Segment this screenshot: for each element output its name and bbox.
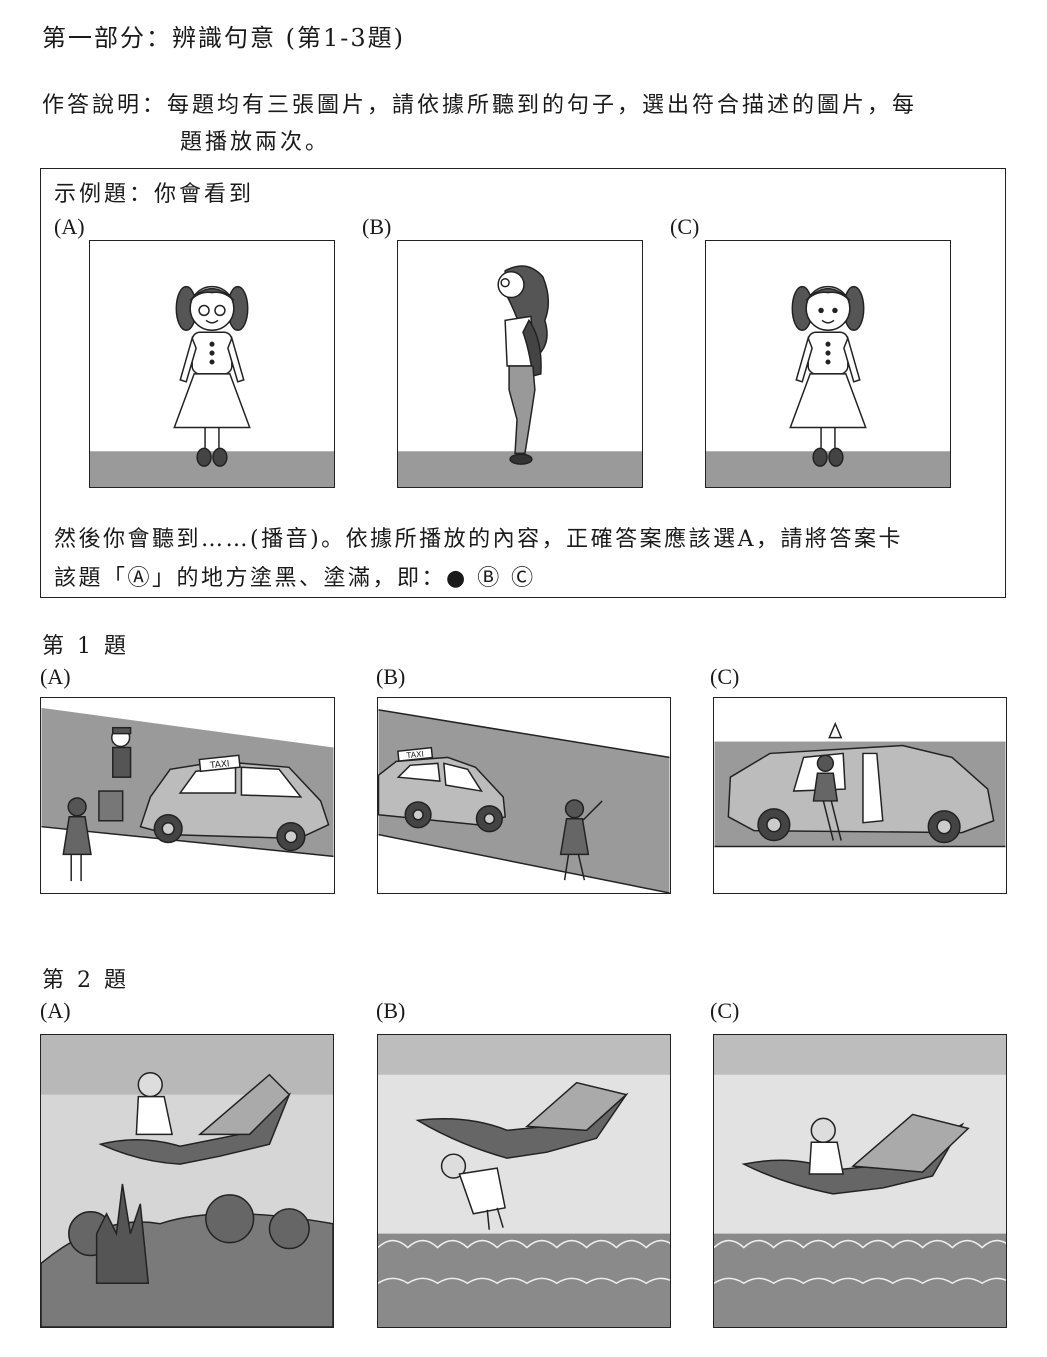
- girl-without-glasses-illustration: [706, 285, 950, 487]
- question-1-title: 第 1 題: [42, 634, 129, 659]
- dragon-carrying-person-over-sea-illustration: [378, 1035, 670, 1327]
- girl-with-glasses-illustration: [90, 285, 334, 487]
- example-box: [40, 168, 1006, 598]
- section-title: 第一部分：辨識句意 (第1-3題): [42, 24, 406, 52]
- q2-option-b-label: (B): [376, 998, 406, 1023]
- woman-side-view-illustration: [398, 265, 642, 487]
- example-option-b-label: (B): [362, 214, 392, 239]
- taxi-sign-text: TAXI: [209, 759, 230, 771]
- q2-picture-a[interactable]: [40, 1034, 334, 1328]
- example-picture-a[interactable]: [89, 240, 335, 488]
- taxi-sign: TAXI: [198, 754, 241, 773]
- q1-option-c-label: (C): [710, 664, 740, 689]
- question-2-title: 第 2 題: [42, 968, 129, 993]
- q1-option-a-label: (A): [40, 664, 71, 689]
- taxi-sign-text: TAXI: [405, 750, 424, 761]
- example-option-c-label: (C): [670, 214, 700, 239]
- instructions-line-1: 作答說明：每題均有三張圖片，請依據所聽到的句子，選出符合描述的圖片，每: [42, 93, 918, 118]
- taxi-driver-loading-luggage-illustration: TAXI: [41, 707, 334, 893]
- q1-picture-a[interactable]: TAXI: [40, 697, 335, 894]
- q2-option-a-label: (A): [40, 998, 71, 1023]
- q1-option-b-label: (B): [376, 664, 406, 689]
- example-header: 示例題：你會看到: [54, 182, 255, 207]
- example-picture-c[interactable]: [705, 240, 951, 488]
- example-picture-b[interactable]: [397, 240, 643, 488]
- q2-picture-c[interactable]: [713, 1034, 1007, 1328]
- example-explanation-line-2: 該題「Ⓐ」的地方塗黑、塗滿，即：● Ⓑ Ⓒ: [54, 566, 536, 591]
- example-option-a-label: (A): [54, 214, 85, 239]
- q2-option-c-label: (C): [710, 998, 740, 1023]
- instructions-line-2: 題播放兩次。: [180, 130, 331, 155]
- riding-dragon-over-castle-illustration: [41, 1035, 333, 1327]
- girl-hailing-taxi-illustration: TAXI: [378, 709, 670, 893]
- q2-picture-b[interactable]: [377, 1034, 671, 1328]
- q1-picture-c[interactable]: [713, 697, 1007, 894]
- q1-picture-b[interactable]: TAXI: [377, 697, 671, 894]
- example-explanation-line-1: 然後你會聽到……(播音)。依據所播放的內容，正確答案應該選A，請將答案卡: [54, 527, 904, 552]
- girl-exiting-taxi-illustration: [714, 721, 1006, 848]
- riding-dragon-over-sea-illustration: [714, 1035, 1006, 1327]
